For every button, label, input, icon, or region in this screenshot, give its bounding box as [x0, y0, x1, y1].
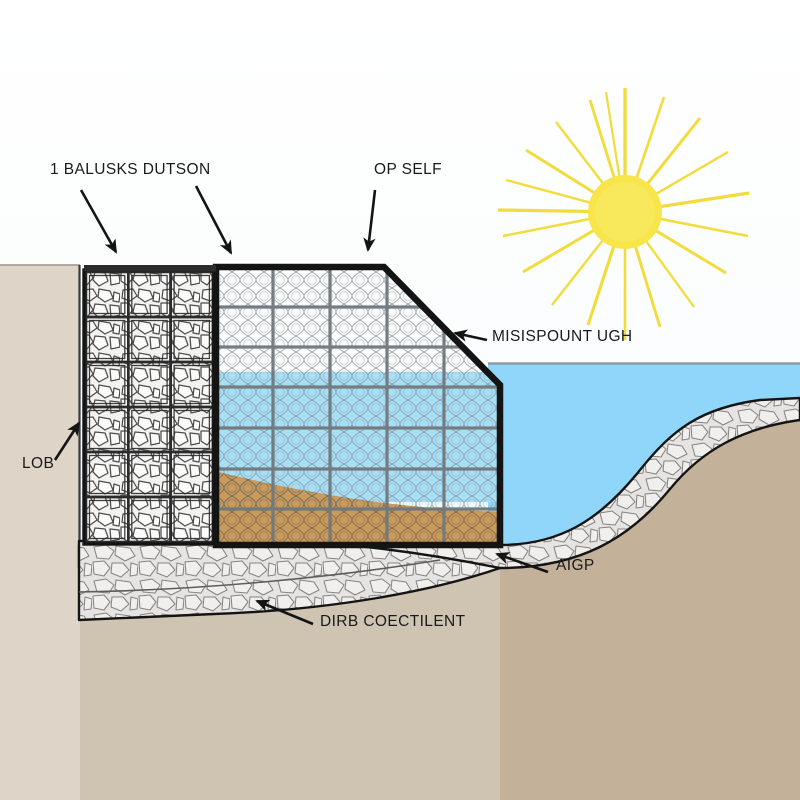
- label-backfill-soil: LOB: [22, 455, 55, 472]
- geotextile-core-outline: [212, 263, 504, 549]
- leader-gabion: [79, 189, 118, 254]
- leader-top: [363, 189, 377, 252]
- leader-riprap: [495, 552, 549, 574]
- leader-mesh: [194, 185, 233, 255]
- label-gabion-baskets: 1 BALUSKS DUTSON: [50, 161, 211, 178]
- seabed-soil-right: [500, 398, 800, 800]
- label-water-level: MISISPOUNT UGH: [492, 328, 633, 345]
- foreground-ground-left: [0, 620, 80, 800]
- leader-arrows: [53, 185, 549, 626]
- riprap-stone-layer: [77, 396, 800, 570]
- leader-base: [255, 599, 314, 626]
- leader-soil: [53, 421, 81, 461]
- sun-icon: [497, 88, 750, 340]
- gabion-basket-wall: [82, 265, 216, 546]
- label-riprap-slope: AIGP: [556, 557, 595, 574]
- label-geotextile-top: OP SELF: [374, 161, 442, 178]
- foreground-ground: [0, 566, 500, 800]
- label-base-course: DIRB COECTILENT: [320, 613, 466, 630]
- leader-water: [453, 329, 488, 342]
